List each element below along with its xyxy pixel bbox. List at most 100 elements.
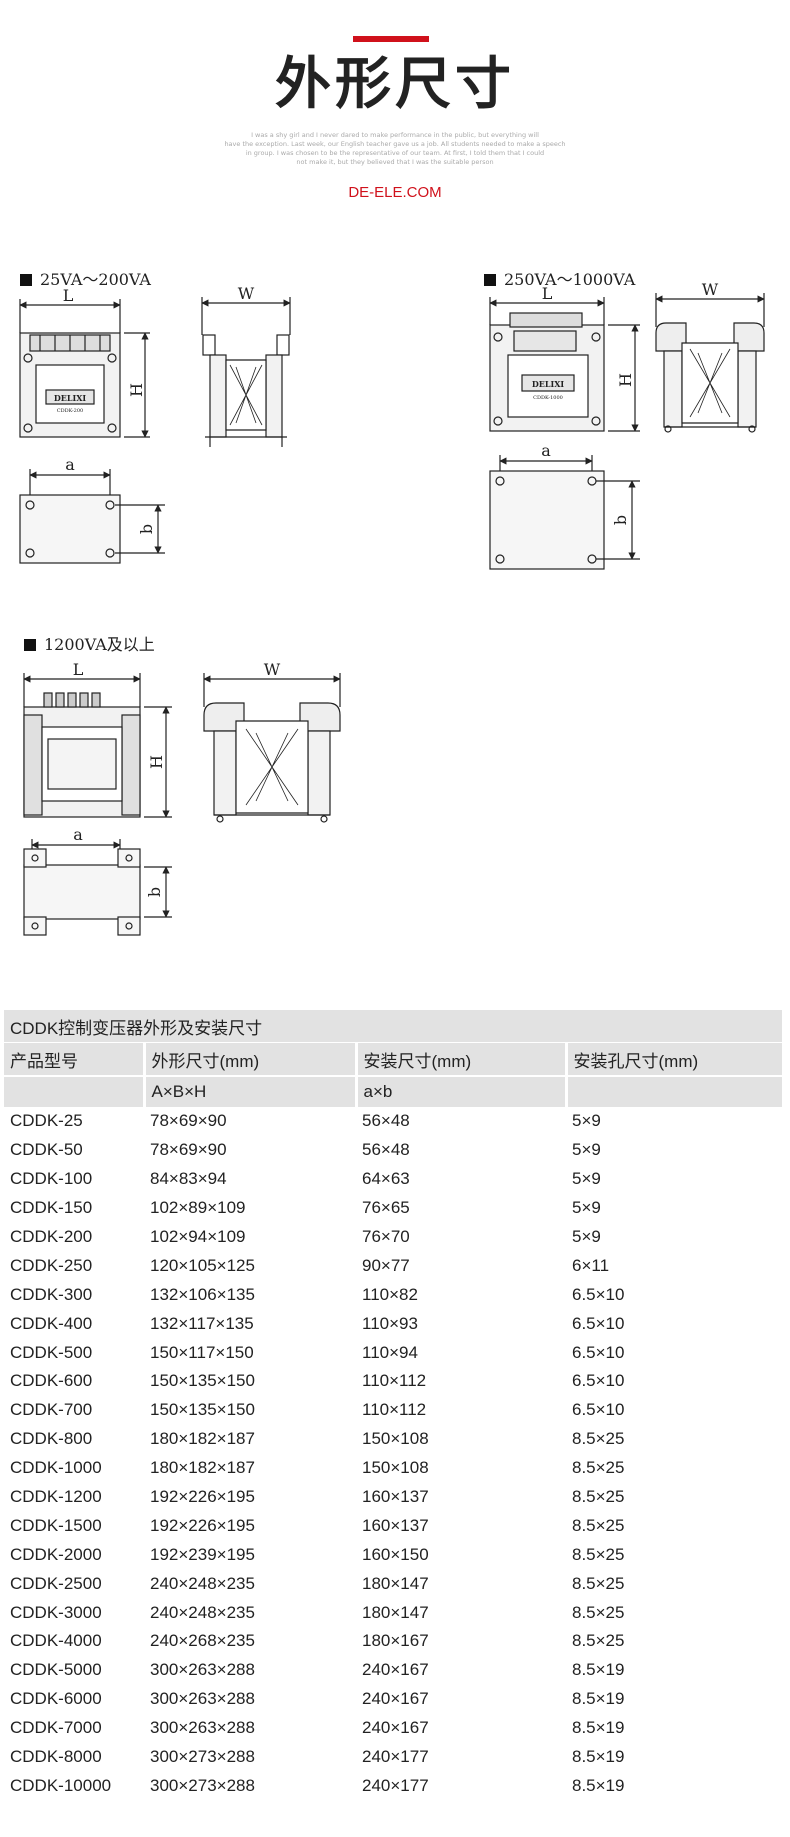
cell-outer-size: 132×106×135: [150, 1284, 255, 1304]
cell-mount-size: 240×167: [362, 1660, 429, 1680]
cell-model: CDDK-100: [10, 1169, 93, 1189]
title-accent-bar: [353, 36, 429, 42]
cell-hole-size: 8.5×25: [572, 1602, 625, 1622]
website-link[interactable]: DE-ELE.COM: [348, 184, 442, 201]
cell-model: CDDK-1500: [10, 1515, 102, 1535]
subtitle-line: not make it, but they believed that I wa…: [296, 158, 494, 166]
cell-model: CDDK-1200: [10, 1487, 102, 1507]
decorative-subtitle: I was a shy girl and I never dared to ma…: [220, 131, 570, 167]
cell-hole-size: 8.5×25: [572, 1429, 625, 1449]
table-caption: CDDK控制变压器外形及安装尺寸: [4, 1010, 783, 1043]
subtitle-line: I was a shy girl and I never dared to ma…: [251, 131, 539, 139]
cell-outer-size: 102×89×109: [150, 1198, 246, 1218]
cell-mount-size: 110×112: [362, 1371, 427, 1391]
cell-outer-size: 132×117×135: [150, 1313, 254, 1333]
cell-mount-size: 64×63: [362, 1169, 410, 1189]
cell-outer-size: 120×105×125: [150, 1255, 255, 1275]
cell-mount-size: 160×137: [362, 1515, 429, 1535]
cell-outer-size: 300×273×288: [150, 1775, 255, 1795]
cell-outer-size: 300×263×288: [150, 1689, 255, 1709]
cell-hole-size: 6×11: [572, 1255, 610, 1275]
cell-mount-size: 180×147: [362, 1573, 429, 1593]
cell-model: CDDK-5000: [10, 1660, 102, 1680]
cell-model: CDDK-6000: [10, 1689, 102, 1709]
cell-mount-size: 110×82: [362, 1284, 418, 1304]
cell-mount-size: 110×94: [362, 1342, 418, 1362]
unit-cell: [564, 1075, 783, 1107]
cell-hole-size: 8.5×19: [572, 1747, 625, 1767]
cell-hole-size: 8.5×19: [572, 1775, 625, 1795]
bottom-view-large: [23, 839, 172, 936]
cell-model: CDDK-400: [10, 1313, 93, 1333]
unit-cell: [4, 1075, 144, 1107]
dim-label-b: b: [611, 515, 630, 525]
terminal-posts: [43, 692, 101, 708]
table-caption-row: CDDK控制变压器外形及安装尺寸: [4, 1010, 783, 1043]
cell-hole-size: 8.5×25: [572, 1544, 625, 1564]
cell-mount-size: 90×77: [362, 1255, 410, 1275]
bottom-view-medium: [489, 455, 640, 570]
cell-model: CDDK-600: [10, 1371, 93, 1391]
section-label-text: 1200VA及以上: [44, 635, 155, 654]
cell-model: CDDK-10000: [10, 1775, 112, 1795]
cell-outer-size: 240×268×235: [150, 1631, 255, 1651]
cell-outer-size: 84×83×94: [150, 1169, 227, 1189]
cell-hole-size: 6.5×10: [572, 1313, 625, 1333]
table-row: CDDK-8000 300×273×288 240×177 8.5×19: [4, 1743, 782, 1772]
cell-hole-size: 8.5×25: [572, 1487, 625, 1507]
square-bullet-icon: [484, 274, 496, 286]
cell-mount-size: 160×150: [362, 1544, 429, 1564]
dim-label-a: a: [73, 825, 83, 844]
cell-outer-size: 300×263×288: [150, 1660, 255, 1680]
cell-model: CDDK-300: [10, 1284, 93, 1304]
square-bullet-icon: [24, 639, 36, 651]
col-header-outer-size: 外形尺寸(mm): [142, 1042, 356, 1076]
dim-label-l: L: [63, 286, 74, 305]
subtitle-line: in group. I was chosen to be the represe…: [245, 149, 545, 157]
cell-mount-size: 240×177: [362, 1747, 429, 1767]
cell-hole-size: 5×9: [572, 1227, 601, 1246]
cell-mount-size: 56×48: [362, 1111, 410, 1131]
section-label-text: 25VA～200VA: [40, 270, 151, 289]
cell-outer-size: 180×182×187: [150, 1429, 255, 1449]
cell-hole-size: 5×9: [572, 1140, 601, 1160]
cell-hole-size: 8.5×19: [572, 1660, 625, 1680]
cell-model: CDDK-25: [10, 1111, 83, 1131]
cell-model: CDDK-8000: [10, 1747, 102, 1767]
col-header-mount-size: 安装尺寸(mm): [354, 1042, 566, 1076]
cell-mount-size: 180×167: [362, 1631, 429, 1651]
page-title: 外形尺寸: [275, 52, 515, 117]
spec-table: CDDK控制变压器外形及安装尺寸 产品型号 外形尺寸(mm) 安装尺寸(mm) …: [4, 1010, 783, 1800]
cell-hole-size: 5×9: [572, 1198, 601, 1218]
table-unit-row: A×B×H a×b: [4, 1075, 783, 1107]
cell-hole-size: 8.5×19: [572, 1689, 625, 1709]
model-plate: CDDK-200: [57, 408, 83, 414]
dim-label-l: L: [542, 284, 553, 303]
cell-outer-size: 300×263×288: [150, 1718, 255, 1738]
cell-outer-size: 150×135×150: [150, 1400, 255, 1420]
cell-mount-size: 150×108: [362, 1429, 429, 1449]
cell-model: CDDK-200: [10, 1227, 93, 1246]
cell-model: CDDK-4000: [10, 1631, 102, 1651]
cell-outer-size: 150×117×150: [150, 1342, 254, 1362]
cell-outer-size: 300×273×288: [150, 1747, 255, 1767]
dim-label-h: H: [127, 383, 146, 397]
drawings-svg: L H DELIXI CDDK-200 W a b: [19, 280, 765, 936]
unit-cell: A×B×H: [142, 1075, 356, 1107]
square-bullet-icon: [20, 274, 32, 286]
unit-cell: a×b: [354, 1075, 566, 1107]
cell-model: CDDK-500: [10, 1342, 93, 1362]
brand-label: DELIXI: [54, 393, 87, 403]
dim-label-h: H: [147, 755, 166, 769]
